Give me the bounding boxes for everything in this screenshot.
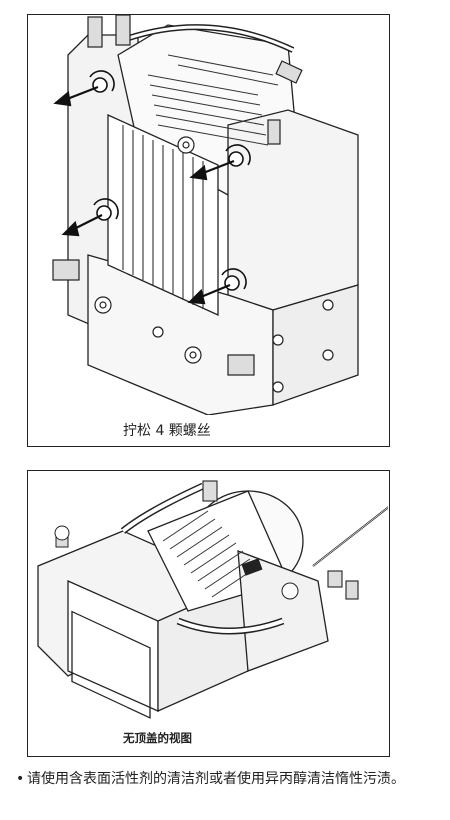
figure1-caption: 拧松 4 颗螺丝 [123,423,211,439]
bullet-marker: • [16,771,25,787]
pump-back-illustration [52,15,359,415]
cleaning-note: • 请使用含表面活性剂的清洁剂或者使用异丙醇清洁惰性污渍。 [16,770,426,788]
figure-no-top-cover: 无顶盖的视图 [27,470,390,757]
figure2-caption: 无顶盖的视图 [123,731,192,745]
cleaning-note-text: 请使用含表面活性剂的清洁剂或者使用异丙醇清洁惰性污渍。 [27,771,405,787]
figure-loosen-screws: 拧松 4 颗螺丝 [27,14,390,447]
pump-open-illustration [37,480,388,719]
